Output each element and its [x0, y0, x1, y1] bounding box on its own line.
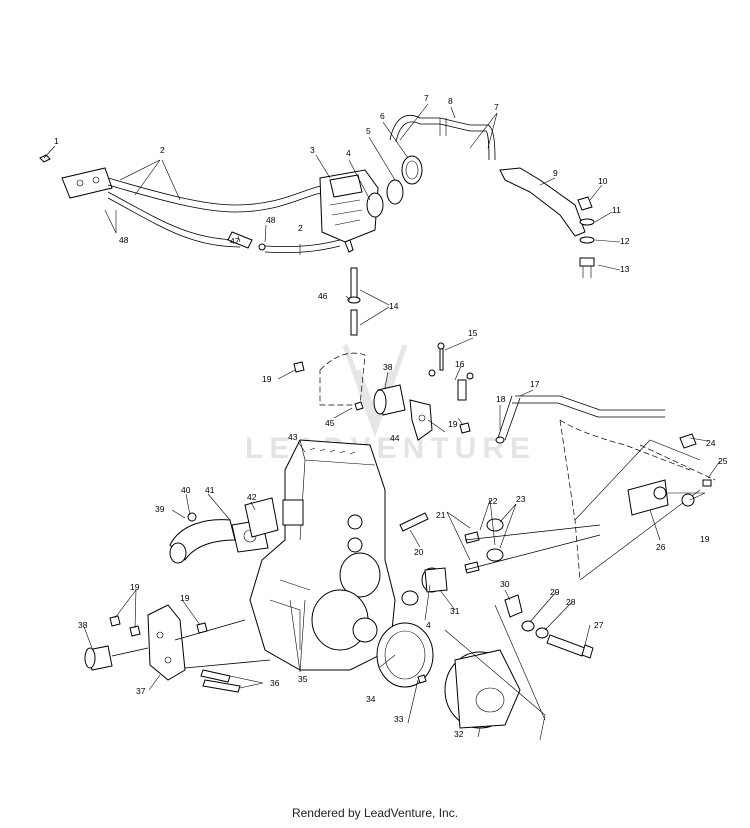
- callout-20: 20: [414, 547, 424, 557]
- callout-6: 6: [380, 111, 385, 121]
- callout-19: 19: [130, 582, 140, 592]
- callout-30: 30: [500, 579, 510, 589]
- callout-21: 21: [436, 510, 446, 520]
- callout-41: 41: [205, 485, 215, 495]
- callout-48: 48: [119, 235, 129, 245]
- frame-plate: [559, 419, 716, 581]
- callout-38: 38: [78, 620, 88, 630]
- exhaust-manifold: [169, 512, 269, 564]
- callout-46: 46: [318, 291, 328, 301]
- callout-3: 3: [310, 145, 315, 155]
- callout-43: 43: [288, 432, 298, 442]
- callout-39: 39: [155, 504, 165, 514]
- mount-parts-21-23: [464, 518, 601, 574]
- callout-1: 1: [54, 136, 59, 146]
- callout-11: 11: [612, 205, 621, 215]
- callout-4: 4: [426, 620, 431, 630]
- callout-19: 19: [262, 374, 272, 384]
- vent-hoses: [389, 114, 496, 161]
- callout-40: 40: [181, 485, 191, 495]
- callout-23: 23: [516, 494, 526, 504]
- footer-credit: Rendered by LeadVenture, Inc.: [291, 806, 459, 820]
- callout-9: 9: [553, 168, 558, 178]
- callout-5: 5: [366, 126, 371, 136]
- callout-4: 4: [346, 148, 351, 158]
- callout-19: 19: [700, 534, 710, 544]
- callout-26: 26: [656, 542, 666, 552]
- hose-14: [347, 267, 361, 336]
- pin-20: [399, 512, 429, 532]
- callout-labels: 1 2 2 3 4 4 5 6 7 7 8 9 10 11 12 13 14 1…: [54, 93, 728, 739]
- callout-42: 42: [247, 492, 257, 502]
- callout-24: 24: [706, 438, 716, 448]
- callout-31: 31: [450, 606, 460, 616]
- mount-parts-24-26: [627, 433, 712, 516]
- callout-7: 7: [424, 93, 429, 103]
- callout-19: 19: [448, 419, 458, 429]
- rear-mount-37: [84, 604, 271, 693]
- callout-2: 2: [298, 223, 303, 233]
- callout-12: 12: [620, 236, 630, 246]
- callout-47: 47: [230, 236, 240, 246]
- callout-34: 34: [366, 694, 376, 704]
- callout-36: 36: [270, 678, 280, 688]
- callout-44: 44: [390, 433, 400, 443]
- bolts-15-16: [428, 342, 474, 401]
- callout-16: 16: [455, 359, 465, 369]
- callout-8: 8: [448, 96, 453, 106]
- callout-17: 17: [530, 379, 540, 389]
- inline-filter: [227, 231, 266, 251]
- callout-45: 45: [325, 418, 335, 428]
- callout-38: 38: [383, 362, 393, 372]
- callout-35: 35: [298, 674, 308, 684]
- callout-15: 15: [468, 328, 478, 338]
- callout-32: 32: [454, 729, 464, 739]
- seal-34: [376, 622, 434, 688]
- engine-block: [249, 439, 396, 671]
- bracket-44: [409, 399, 433, 441]
- fuel-lines: [107, 177, 341, 254]
- engine-mount-38-upper: [319, 352, 406, 416]
- manifold-gasket-42: [244, 497, 279, 538]
- callout-13: 13: [620, 264, 630, 274]
- rod-17: [495, 395, 665, 444]
- bolt-27: [504, 594, 594, 659]
- leader-lines: [43, 103, 721, 738]
- callout-7: 7: [494, 102, 499, 112]
- callout-2: 2: [160, 145, 165, 155]
- callout-29: 29: [550, 587, 560, 597]
- callout-33: 33: [394, 714, 404, 724]
- callout-37: 37: [136, 686, 146, 696]
- small-nuts: [109, 361, 471, 684]
- callout-28: 28: [566, 597, 576, 607]
- callout-10: 10: [598, 176, 608, 186]
- watermark-logo: LEADVENTURE: [245, 344, 530, 465]
- drive-clutch-32: [444, 604, 546, 741]
- callout-25: 25: [718, 456, 728, 466]
- callout-48: 48: [266, 215, 276, 225]
- carburetor: [319, 169, 384, 253]
- callout-22: 22: [488, 496, 498, 506]
- fuel-pump: [39, 154, 113, 199]
- callout-18: 18: [496, 394, 506, 404]
- callout-27: 27: [594, 620, 604, 630]
- callout-14: 14: [389, 301, 399, 311]
- intake-boots: [386, 155, 423, 205]
- ring-31: [401, 567, 448, 606]
- callout-19: 19: [180, 593, 190, 603]
- mounting-bracket-9: [499, 167, 586, 237]
- bolt-stack-10-13: [577, 196, 595, 278]
